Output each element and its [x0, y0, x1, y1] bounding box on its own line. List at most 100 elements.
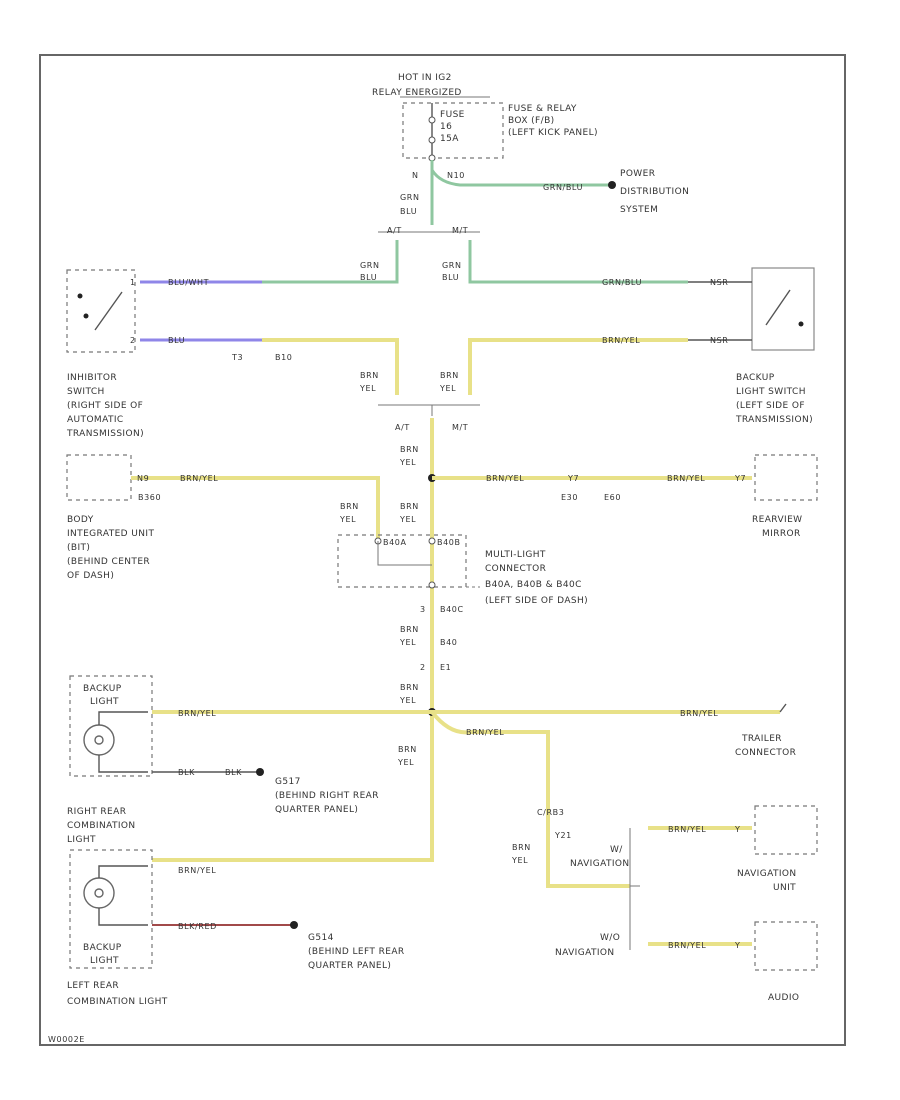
fuse-relay-box	[402, 102, 504, 159]
svg-text:QUARTER PANEL): QUARTER PANEL)	[308, 961, 391, 971]
ground-g514-icon	[290, 921, 298, 929]
backup-conn-top: NSR	[710, 278, 728, 287]
svg-text:BACKUP: BACKUP	[736, 373, 775, 383]
ground-g517-icon	[256, 768, 264, 776]
rearview-label-2: MIRROR	[762, 529, 801, 539]
inhibitor-wire-bot-label: BLU	[168, 336, 185, 345]
wo-nav-1: W/O	[600, 933, 620, 943]
body-unit-box	[66, 454, 132, 501]
inhibitor-pin1: 1	[130, 278, 136, 287]
svg-text:INTEGRATED UNIT: INTEGRATED UNIT	[67, 529, 154, 539]
wire-at-yellow	[262, 338, 399, 395]
svg-text:LIGHT SWITCH: LIGHT SWITCH	[736, 387, 806, 397]
wire-power-dist	[430, 169, 612, 187]
w-nav-1: W/	[610, 845, 623, 855]
left-rear-light-box	[69, 849, 153, 969]
fuse-label-2: 16	[440, 122, 452, 132]
inhibitor-switch-icon	[94, 291, 123, 331]
body-unit-pin: N9	[137, 474, 149, 483]
body-unit-conn: B360	[138, 493, 161, 502]
fuse-box-label-1: FUSE & RELAY	[508, 104, 577, 114]
nav-brn: BRN	[512, 843, 531, 852]
audio-pin: Y	[734, 941, 741, 950]
center-brn-at: BRN	[360, 371, 379, 380]
nav-branch-wire-label: BRN/YEL	[466, 728, 504, 737]
mt-top-label: M/T	[452, 226, 468, 235]
right-rear-backup-2: LIGHT	[90, 697, 119, 707]
rearview-wire-label-1: BRN/YEL	[486, 474, 524, 483]
diagram-code: W0002E	[48, 1035, 85, 1044]
fuse-box-label-2: BOX (F/B)	[508, 116, 555, 126]
inhibitor-conn-t3: T3	[231, 353, 243, 362]
svg-text:MULTI-LIGHT: MULTI-LIGHT	[485, 550, 546, 560]
svg-text:(BEHIND CENTER: (BEHIND CENTER	[67, 557, 150, 567]
nav-splice: C/RB3	[537, 808, 564, 817]
center-yel-5: YEL	[397, 758, 414, 767]
svg-text:LIGHT: LIGHT	[67, 835, 96, 845]
fuse-label-3: 15A	[440, 134, 459, 144]
wire-label-blu-at: BLU	[360, 273, 377, 282]
at-merge-label: A/T	[395, 423, 410, 432]
backup-wire-bot-label: BRN/YEL	[602, 336, 640, 345]
backup-wire-top-label: GRN/BLU	[602, 278, 642, 287]
wire-label-blu-mt: BLU	[442, 273, 459, 282]
svg-text:(LEFT SIDE OF: (LEFT SIDE OF	[736, 401, 805, 411]
w-nav-2: NAVIGATION	[570, 859, 630, 869]
left-ground-wire-label: BLK/RED	[178, 922, 217, 931]
svg-text:SWITCH: SWITCH	[67, 387, 105, 397]
center-brn-1: BRN	[400, 445, 419, 454]
svg-text:(BEHIND RIGHT REAR: (BEHIND RIGHT REAR	[275, 791, 379, 801]
wire-label-grn-top: GRN	[400, 193, 420, 202]
rearview-wire-label-2: BRN/YEL	[667, 474, 705, 483]
multi-light-connector	[337, 534, 467, 588]
fuse-label-1: FUSE	[440, 110, 465, 120]
wire-body-unit	[131, 476, 380, 540]
nav-unit-wire-label: BRN/YEL	[668, 825, 706, 834]
wire-at-green	[262, 240, 399, 284]
audio-label: AUDIO	[768, 993, 799, 1003]
center-yel-mt: YEL	[439, 384, 456, 393]
nav-pin: Y21	[554, 831, 572, 840]
fuse-contact-icon	[428, 116, 436, 124]
rearview-box	[754, 454, 818, 501]
rearview-pin: Y7	[567, 474, 579, 483]
multi-light-label: MULTI-LIGHT CONNECTOR B40A, B40B & B40C …	[485, 550, 588, 606]
multi-p1: 3	[420, 605, 426, 614]
center-yel-1: YEL	[399, 458, 416, 467]
svg-text:CONNECTOR: CONNECTOR	[485, 564, 546, 574]
pin-n: N	[412, 171, 419, 180]
inhibitor-label: INHIBITOR SWITCH (RIGHT SIDE OF AUTOMATI…	[66, 373, 144, 439]
wire-mt-green	[468, 240, 688, 284]
inhibitor-switch-box	[66, 269, 136, 353]
wire-label-blu-top: BLU	[400, 207, 417, 216]
svg-text:INHIBITOR: INHIBITOR	[67, 373, 117, 383]
relay-title-1: HOT IN IG2	[398, 73, 452, 83]
multi-p4: E1	[440, 663, 451, 672]
audio-wire-label: BRN/YEL	[668, 941, 706, 950]
left-rear-backup-1: BACKUP	[83, 943, 122, 953]
g514-label: G514 (BEHIND LEFT REAR QUARTER PANEL)	[308, 933, 404, 971]
body-unit-label: BODY INTEGRATED UNIT (BIT) (BEHIND CENTE…	[67, 515, 154, 581]
backup-switch-icon	[765, 289, 791, 326]
nav-unit-pin: Y	[734, 825, 741, 834]
svg-text:TRANSMISSION): TRANSMISSION)	[66, 429, 144, 439]
rearview-label-1: REARVIEW	[752, 515, 802, 525]
inhibitor-pin2: 2	[130, 336, 136, 345]
navigation-unit-box	[754, 805, 818, 855]
center-brn-3: BRN	[400, 625, 419, 634]
svg-text:G517: G517	[275, 777, 301, 787]
trailer-label-1: TRAILER	[741, 734, 782, 744]
audio-box	[754, 921, 818, 971]
diagram-frame	[39, 54, 846, 1046]
svg-text:OF DASH): OF DASH)	[67, 571, 114, 581]
multi-p3: 2	[420, 663, 426, 672]
power-dist-2: DISTRIBUTION	[620, 187, 689, 197]
right-rear-backup-1: BACKUP	[83, 684, 122, 694]
svg-text:AUTOMATIC: AUTOMATIC	[67, 415, 124, 425]
at-top-label: A/T	[387, 226, 402, 235]
rearview-conn2: E60	[604, 493, 621, 502]
nav-unit-label-2: UNIT	[773, 883, 796, 893]
power-dist-1: POWER	[620, 169, 655, 179]
left-backup-bulb-icon	[83, 877, 115, 909]
